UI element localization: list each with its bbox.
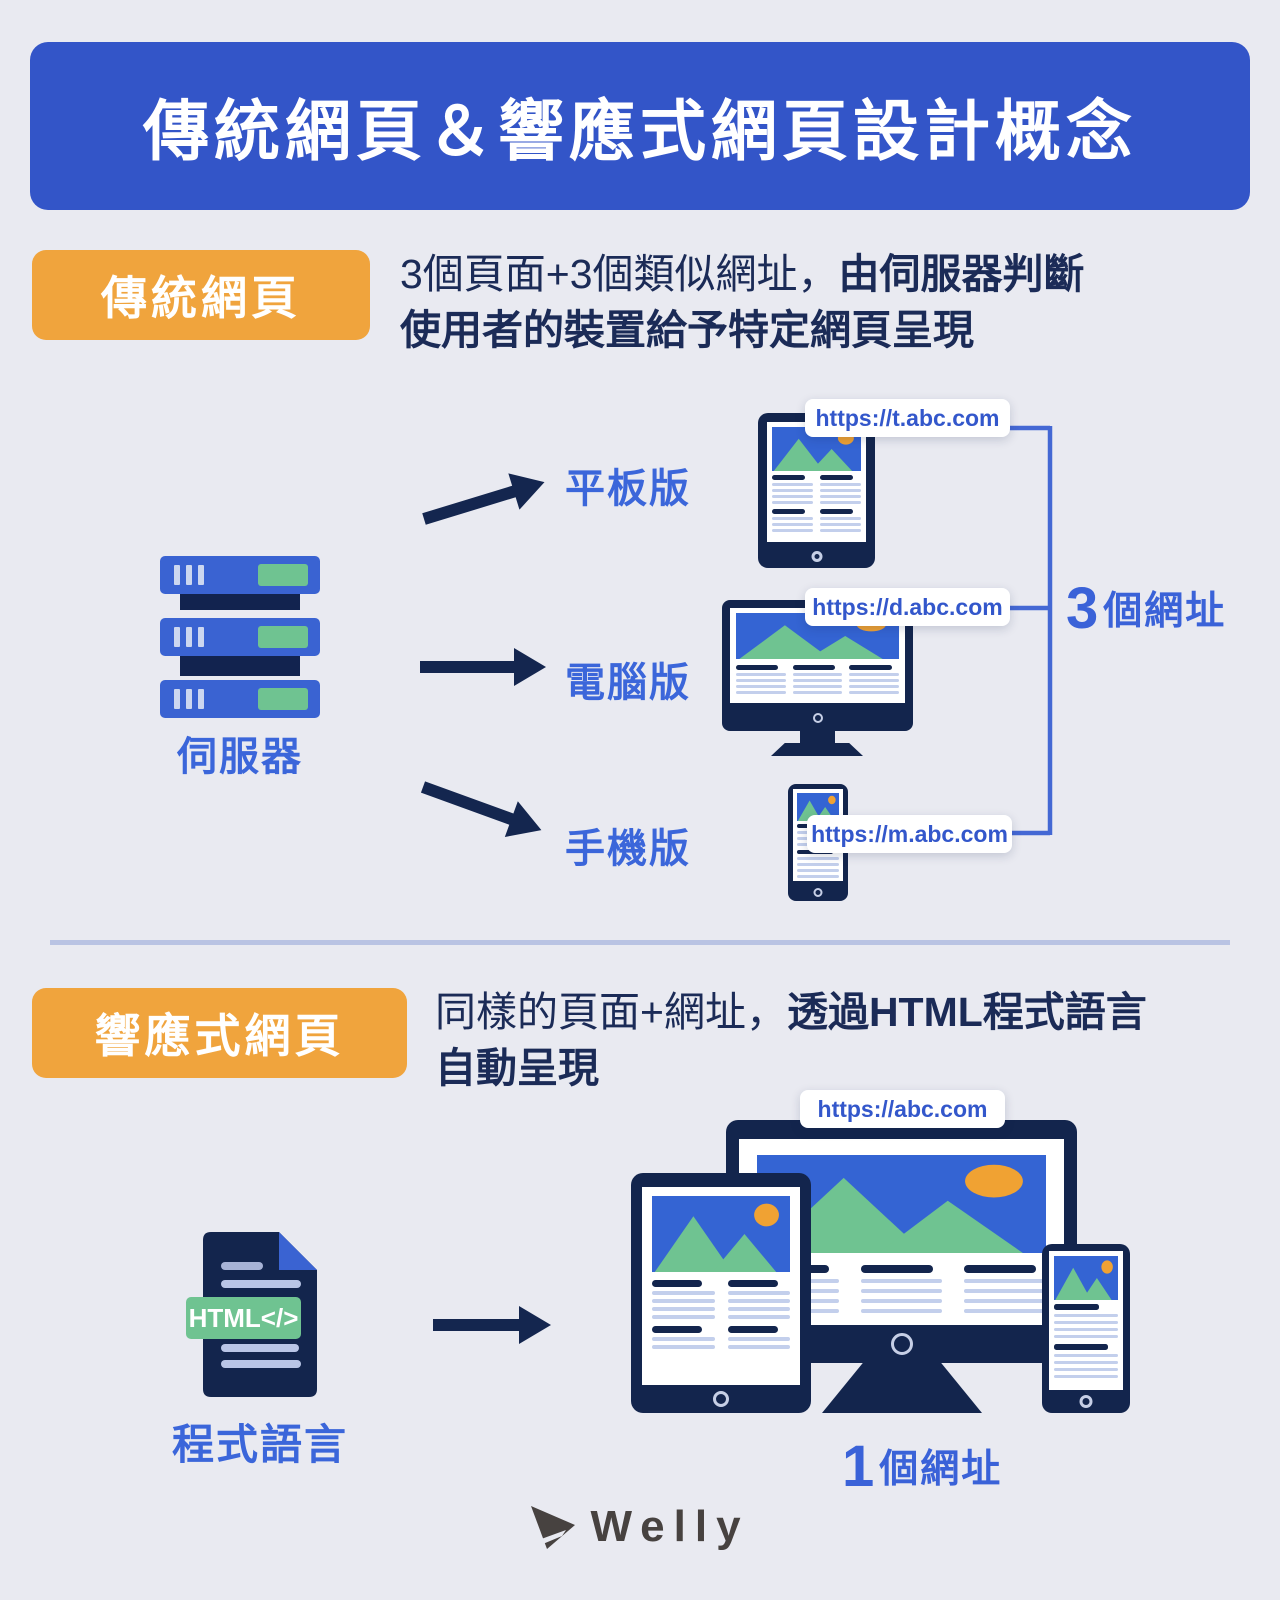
home-button-icon: [811, 551, 822, 562]
brand-footer: Welly: [0, 1502, 1280, 1552]
arrow-to-tablet: [422, 473, 545, 525]
monitor-stand: [822, 1362, 982, 1413]
webpage-image-thumbnail: [1054, 1256, 1118, 1300]
server-rack: [160, 680, 320, 718]
url-pill-tablet: https://t.abc.com: [805, 399, 1010, 437]
power-button-icon: [812, 713, 823, 723]
section-responsive-badge: 響應式網頁: [32, 988, 407, 1078]
server-icon: [160, 556, 320, 718]
welly-logo-icon: [531, 1506, 576, 1549]
section-traditional-badge: 傳統網頁: [32, 250, 370, 340]
three-url-bracket: [1008, 425, 1053, 836]
traditional-desc-bold: 由伺服器判斷: [838, 251, 1085, 297]
section-responsive-badge-label: 響應式網頁: [94, 1010, 345, 1062]
responsive-desc-line2: 自動呈現: [435, 1045, 599, 1091]
monitor-stand-base: [771, 743, 863, 756]
section-traditional-description: 3個頁面+3個類似網址，由伺服器判斷 使用者的裝置給予特定網頁呈現: [400, 246, 1085, 358]
section-responsive-description: 同樣的頁面+網址，透過HTML程式語言 自動呈現: [435, 984, 1147, 1096]
url-count: 3: [1066, 575, 1099, 641]
brand-name: Welly: [590, 1502, 750, 1551]
url-count: 1: [842, 1433, 875, 1499]
responsive-desc-normal: 同樣的頁面+網址，: [435, 989, 787, 1035]
power-button-icon: [890, 1333, 913, 1355]
page-title-banner: 傳統網頁＆響應式網頁設計概念: [30, 42, 1250, 210]
home-button-icon: [1079, 1395, 1093, 1408]
arrow-to-mobile: [420, 781, 542, 838]
server-label: 伺服器: [177, 735, 303, 779]
html-tag-badge: HTML</>: [186, 1297, 301, 1339]
label-tablet-version: 平板版: [565, 467, 691, 511]
label-desktop-version: 電腦版: [565, 661, 691, 705]
traditional-desc-line2: 使用者的裝置給予特定網頁呈現: [400, 307, 974, 353]
phone-mockup-responsive: [1042, 1244, 1130, 1413]
traditional-desc-line1: 3個頁面+3個類似網址，由伺服器判斷: [400, 246, 1085, 302]
server-rack: [160, 556, 320, 594]
server-connector: [180, 652, 300, 676]
section-traditional-badge-label: 傳統網頁: [101, 272, 301, 324]
url-pill-responsive: https://abc.com: [800, 1090, 1005, 1128]
webpage-image-thumbnail: [652, 1196, 790, 1272]
home-button-icon: [713, 1391, 729, 1407]
section-divider: [50, 940, 1230, 945]
monitor-stand-neck: [800, 731, 835, 744]
arrow-to-desktop: [420, 648, 546, 686]
tablet-mockup-responsive: [631, 1173, 811, 1413]
responsive-desc-bold: 透過HTML程式語言: [786, 989, 1147, 1035]
label-mobile-version: 手機版: [565, 827, 691, 871]
page-title: 傳統網頁＆響應式網頁設計概念: [143, 94, 1137, 168]
code-language-label: 程式語言: [171, 1421, 348, 1468]
traditional-desc-normal: 3個頁面+3個類似網址，: [400, 251, 839, 297]
url-pill-mobile: https://m.abc.com: [807, 815, 1012, 853]
responsive-desc-line1: 同樣的頁面+網址，透過HTML程式語言: [435, 984, 1147, 1040]
server-rack: [160, 618, 320, 656]
tablet-mockup-traditional: [758, 413, 875, 568]
arrow-html-to-devices: [433, 1306, 551, 1344]
url-pill-desktop: https://d.abc.com: [805, 588, 1010, 626]
home-button-icon: [813, 888, 823, 897]
